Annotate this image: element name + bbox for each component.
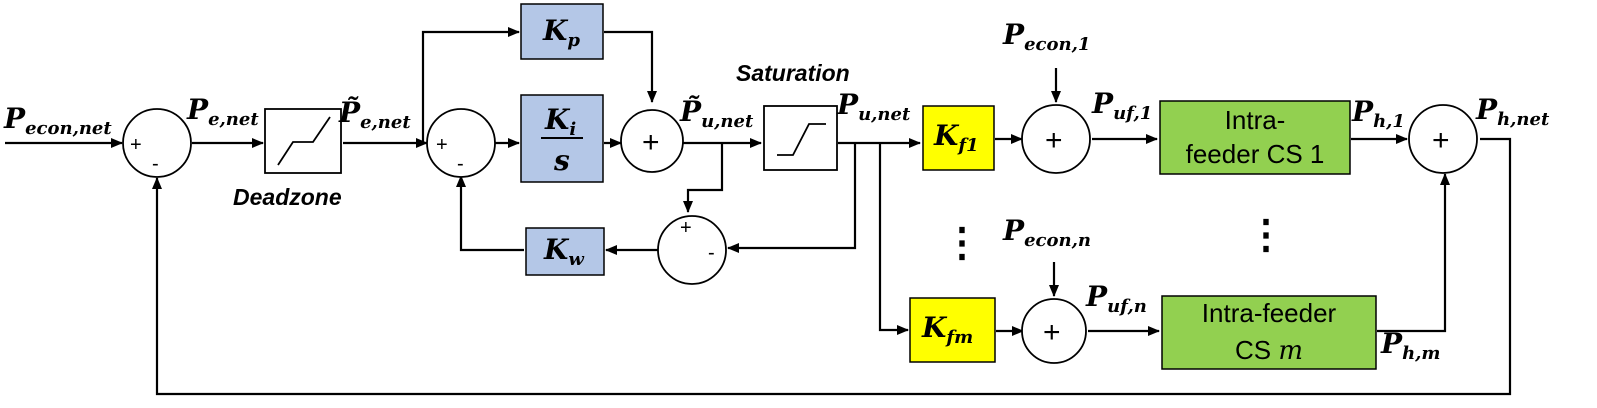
ki-denominator: s xyxy=(553,144,570,177)
kf1-block: Kf1 xyxy=(922,105,995,171)
saturation-block: Saturation xyxy=(736,60,850,171)
ki-label: Ki xyxy=(544,103,576,140)
intra-feeder-csm-block: Intra-feeder CS m xyxy=(1161,295,1377,370)
vertical-ellipsis-gains: ⋮ xyxy=(942,221,982,265)
sum5-symbol: + xyxy=(1045,124,1063,157)
signal-p-u-net-tilde: P̃u,net xyxy=(679,95,754,132)
saturation-caption: Saturation xyxy=(736,60,850,86)
sum2-plus-sign: + xyxy=(436,134,448,156)
signal-p-econ-net: Pecon,net xyxy=(3,102,112,139)
sum2-minus-sign: - xyxy=(457,153,464,175)
signal-p-uf-1: Puf,1 xyxy=(1091,87,1152,124)
kfm-block: Kfm xyxy=(909,297,996,363)
wire-feedback-loop xyxy=(152,137,1512,396)
csm-line1: Intra-feeder xyxy=(1202,298,1337,328)
signal-p-e-net: Pe,net xyxy=(186,93,259,130)
wire-kw-sum2 xyxy=(456,175,524,252)
summing-junction-7: + xyxy=(1408,104,1478,174)
saturation-curve-icon xyxy=(777,123,826,156)
sum1-minus-sign: - xyxy=(152,153,159,175)
signal-p-uf-n: Puf,n xyxy=(1085,280,1147,317)
kp-block: Kp xyxy=(520,3,604,60)
signal-p-e-net-tilde: P̃e,net xyxy=(338,96,411,133)
cs1-line1: Intra- xyxy=(1225,105,1286,135)
signal-p-h-1: Ph,1 xyxy=(1351,95,1405,132)
sum4-minus-sign: - xyxy=(708,242,715,264)
wire-kp-sum3 xyxy=(604,30,657,103)
summing-junction-5: + xyxy=(1021,104,1091,174)
wire-branch-kp xyxy=(421,27,520,143)
wire-branch-sum4 xyxy=(683,143,724,213)
signal-p-h-m: Ph,m xyxy=(1380,327,1440,364)
kw-block: Kw xyxy=(525,227,605,276)
kw-label: Kw xyxy=(543,233,585,270)
summing-junction-4: + - xyxy=(657,215,727,285)
signal-p-econ-n: Pecon,n xyxy=(1002,214,1091,251)
deadzone-curve-icon xyxy=(277,116,331,166)
sum1-plus-sign: + xyxy=(130,134,142,156)
kp-label: Kp xyxy=(542,14,580,51)
signal-p-h-net: Ph,net xyxy=(1475,93,1550,130)
summing-junction-3: + xyxy=(620,109,684,173)
signal-p-u-net: Pu,net xyxy=(836,88,911,125)
deadzone-caption: Deadzone xyxy=(233,184,342,210)
csm-line2: CS m xyxy=(1235,335,1303,366)
ki-block: Ki s xyxy=(520,94,604,183)
sum6-symbol: + xyxy=(1043,316,1061,349)
vertical-ellipsis-controllers: ⋮ xyxy=(1246,213,1286,257)
kf1-label: Kf1 xyxy=(933,119,979,156)
signal-p-econ-1: Pecon,1 xyxy=(1002,18,1090,55)
intra-feeder-cs1-block: Intra- feeder CS 1 xyxy=(1159,100,1351,175)
sum3-symbol: + xyxy=(642,126,660,159)
signal-wires xyxy=(5,27,1512,396)
summing-junction-2: + - xyxy=(426,108,496,178)
kfm-label: Kfm xyxy=(921,311,973,348)
summing-junction-1: + - xyxy=(122,108,192,178)
wire-sat-sum4 xyxy=(727,143,857,253)
sum4-plus-sign: + xyxy=(680,217,692,239)
summing-junction-6: + xyxy=(1021,298,1087,364)
deadzone-block: Deadzone xyxy=(233,108,342,210)
sum7-symbol: + xyxy=(1432,124,1450,157)
wire-csm-sum7 xyxy=(1377,173,1450,333)
cs1-line2: feeder CS 1 xyxy=(1186,139,1325,169)
wire-branch-kfm xyxy=(878,143,909,335)
